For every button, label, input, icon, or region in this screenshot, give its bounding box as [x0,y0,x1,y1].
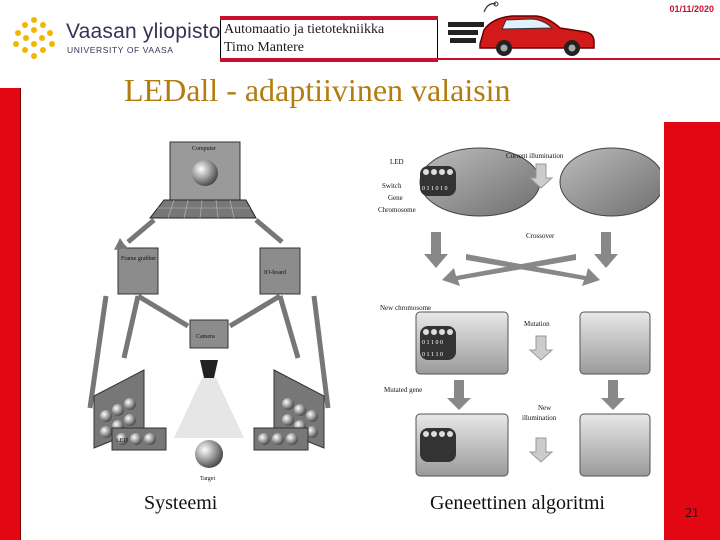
course-title: Automaatio ja tietotekniikka [224,22,385,37]
label-mutation: Mutation [524,320,550,328]
label-io-board: IO-board [264,270,286,276]
label-new-bits-2: 0 1 1 1 0 [422,352,443,358]
label-mutated-gene: Mutated gene [384,386,422,394]
label-frame-grabber: Frame grabber [121,256,156,262]
university-subtitle: UNIVERSITY OF VAASA [67,45,174,55]
label-new: New [538,404,552,412]
arrow-down-right [601,380,625,410]
caption-genetic-algorithm: Geneettinen algoritmi [430,492,605,514]
computer-keyboard [148,199,257,219]
caption-system: Systeemi [144,492,218,514]
label-new-chromosome: New chromosome [380,304,431,312]
io-board-box [259,247,301,295]
system-arrows [87,218,331,409]
new-chromosome-box-right [579,311,651,375]
target-sphere [195,440,223,468]
arrow-current-illumination [528,163,554,189]
university-logo-icon [13,17,55,59]
slide-date: 01/11/2020 [669,4,714,14]
led-chromosome-panel [420,166,456,196]
new-chromosome-panel [420,326,456,360]
university-name: Vaasan yliopisto [66,20,221,43]
camera-box [189,319,229,349]
label-target: Target [200,476,215,482]
label-computer: Computer [192,146,216,152]
label-gene: Gene [388,194,403,202]
course-box-top-bar [220,16,438,20]
light-beam [174,378,244,438]
led-array-bottom-right [253,427,309,451]
label-led: LED [116,438,128,444]
red-car-icon [448,1,595,56]
label-crossover: Crossover [526,232,555,240]
genetic-algorithm-diagram: LED Switch Gene Chromosome 0 1 1 0 1 0 C… [378,147,660,477]
computer-screen-sphere [192,160,218,186]
system-diagram: Computer Frame grabber IO-board Camera L… [87,141,331,482]
header-red-line [436,58,720,60]
right-accent-bar [664,122,720,540]
arrow-down-left [447,380,471,410]
label-illumination: illumination [522,414,557,422]
label-camera: Camera [196,334,215,340]
course-header-box [220,16,438,62]
course-author: Timo Mantere [224,40,304,55]
label-chromosome: Chromosome [378,206,416,214]
arrow-new-illumination [528,437,554,463]
left-accent-bar [0,88,20,540]
label-switch: Switch [382,182,402,190]
page-number: 21 [685,506,699,521]
illumination-ellipse-right [559,147,660,217]
camera-lens [200,360,218,378]
left-accent-bar-edge [20,88,21,540]
label-new-bits: 0 1 1 0 0 [422,340,443,346]
new-illumination-box-right [579,413,651,477]
label-current-illumination: Current illumination [506,152,564,160]
course-box-bottom-bar [220,58,438,62]
led-array-bottom-left [111,427,167,451]
arrow-mutation [528,335,554,361]
label-bits: 0 1 1 0 1 0 [422,186,448,192]
frame-grabber-box [117,247,159,295]
crossover-arrows [424,232,618,286]
slide-title: LEDall - adaptiivinen valaisin [124,72,511,108]
new-illumination-panel [420,428,456,462]
label-led: LED [390,158,404,166]
